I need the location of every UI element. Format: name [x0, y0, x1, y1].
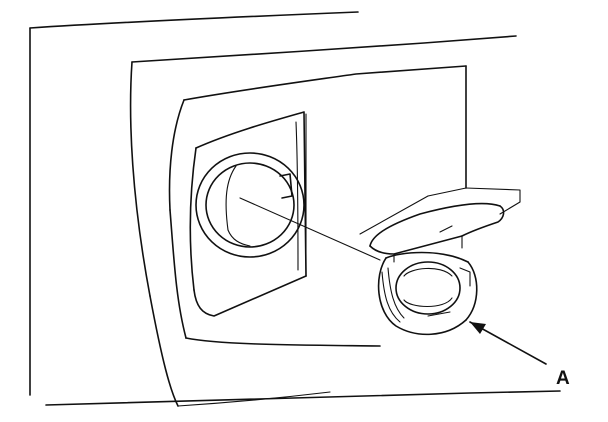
- callout-A: A: [469, 321, 570, 389]
- socket-bezel: [189, 111, 307, 317]
- panel-recess: [168, 65, 521, 347]
- socket-opening: [195, 152, 305, 258]
- callout-arrowhead: [470, 322, 486, 334]
- alignment-guide-line: [239, 197, 381, 261]
- dashboard-panel-outline: [29, 11, 561, 407]
- accessory-socket-component: [369, 202, 505, 336]
- callout-label-a: A: [556, 368, 570, 389]
